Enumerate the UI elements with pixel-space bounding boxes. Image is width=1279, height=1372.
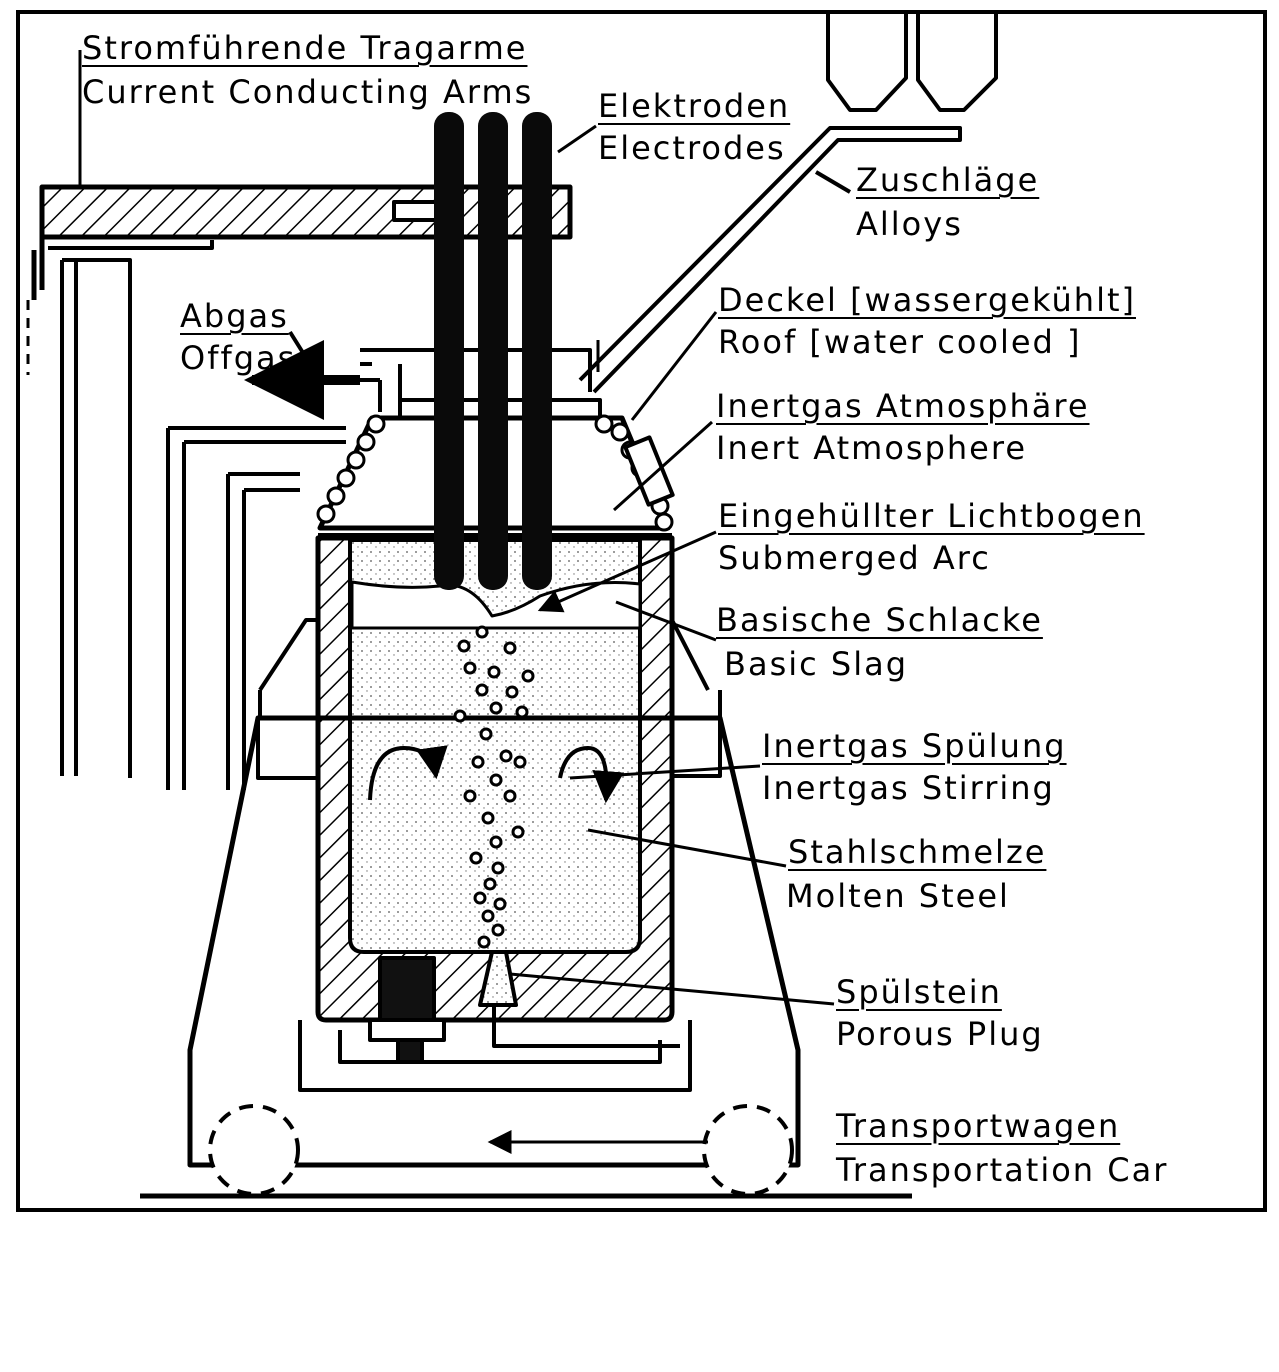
label-arc-de: Eingehüllter Lichtbogen bbox=[718, 497, 1145, 535]
label-electrodes-de: Elektroden bbox=[598, 87, 791, 125]
label-atmosphere-en: Inert Atmosphere bbox=[716, 429, 1027, 467]
label-plug-de: Spülstein bbox=[836, 973, 1002, 1011]
wheel-right bbox=[702, 1104, 794, 1196]
label-arms-de: Stromführende Tragarme bbox=[82, 29, 528, 67]
label-steel-en: Molten Steel bbox=[786, 877, 1010, 915]
label-car-en: Transportation Car bbox=[836, 1151, 1169, 1189]
offgas-duct bbox=[360, 348, 592, 412]
electrode-1 bbox=[434, 112, 464, 590]
label-roof-en: Roof [water cooled ] bbox=[718, 323, 1082, 361]
stirring-arrow-left bbox=[368, 745, 448, 801]
label-offgas-de: Abgas bbox=[180, 297, 289, 335]
molten-steel bbox=[348, 538, 642, 954]
label-stirring-en: Inertgas Stirring bbox=[762, 769, 1055, 807]
alloy-chute bbox=[578, 126, 962, 394]
label-slag-en: Basic Slag bbox=[724, 645, 909, 683]
label-alloys-de: Zuschläge bbox=[856, 161, 1040, 199]
label-electrodes-en: Electrodes bbox=[598, 129, 786, 167]
label-offgas-en: Offgas bbox=[180, 339, 297, 377]
alloy-hopper-1 bbox=[826, 10, 908, 112]
alloy-hopper-2 bbox=[916, 10, 998, 112]
label-arc-en: Submerged Arc bbox=[718, 539, 991, 577]
figure-frame bbox=[16, 10, 1267, 1212]
label-atmosphere-de: Inertgas Atmosphäre bbox=[716, 387, 1090, 425]
wheel-left bbox=[208, 1104, 300, 1196]
label-stirring-de: Inertgas Spülung bbox=[762, 727, 1067, 765]
label-steel-de: Stahlschmelze bbox=[788, 833, 1047, 871]
support-column bbox=[60, 258, 132, 778]
label-roof-de: Deckel [wassergekühlt] bbox=[718, 281, 1136, 319]
electrode-3 bbox=[522, 112, 552, 590]
label-slag-de: Basische Schlacke bbox=[716, 601, 1043, 639]
label-arms-en: Current Conducting Arms bbox=[82, 73, 534, 111]
porous-plug bbox=[478, 950, 518, 1007]
electrode-2 bbox=[478, 112, 508, 590]
label-plug-en: Porous Plug bbox=[836, 1015, 1044, 1053]
label-alloys-en: Alloys bbox=[856, 205, 963, 243]
label-car-de: Transportwagen bbox=[836, 1107, 1121, 1145]
